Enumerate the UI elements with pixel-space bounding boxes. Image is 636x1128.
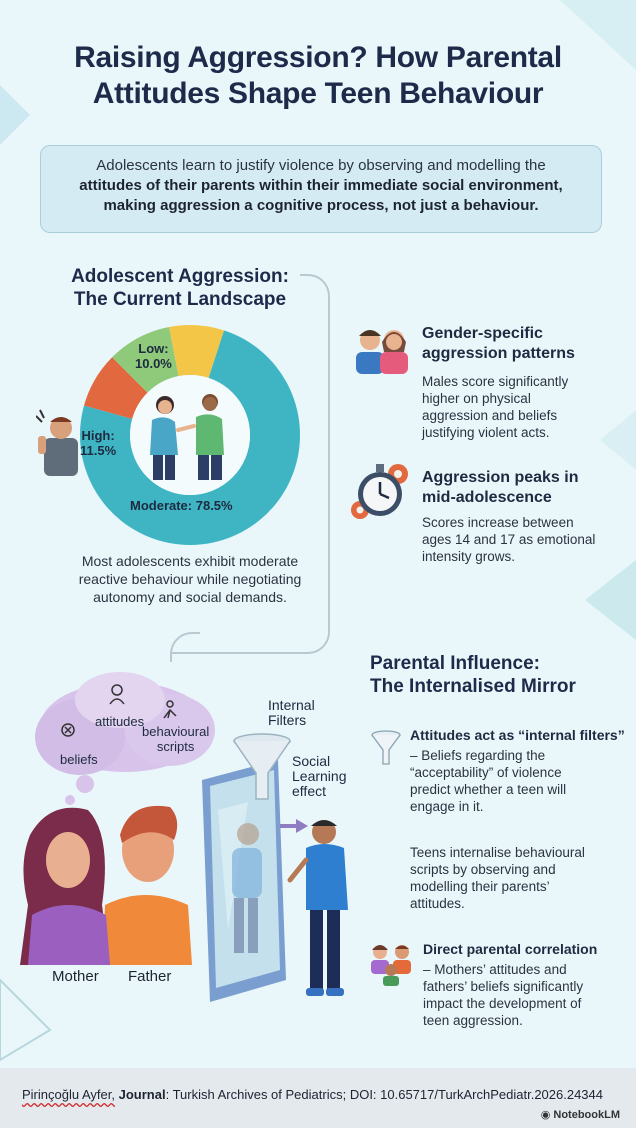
parents-illustration bbox=[20, 805, 192, 965]
journal-label: Journal bbox=[118, 1087, 166, 1102]
internal-filters-label: Internal Filters bbox=[268, 697, 315, 728]
donut-segment-green bbox=[112, 327, 179, 393]
footer-bar bbox=[0, 1068, 636, 1128]
funnel-icon bbox=[233, 733, 291, 800]
finding-2-body: Scores increase between ages 14 and 17 a… bbox=[422, 515, 596, 564]
family-icon bbox=[371, 945, 411, 986]
donut-hole bbox=[130, 375, 250, 495]
finding-2-head: Aggression peaks in mid-adolescence bbox=[422, 469, 579, 506]
citation-text: : Turkish Archives of Pediatrics; DOI: 1… bbox=[165, 1087, 603, 1102]
teens-illustration bbox=[150, 394, 224, 480]
landscape-caption: Most adolescents exhibit moderate reacti… bbox=[78, 553, 302, 605]
social-learning-label: Social Learning effect bbox=[292, 753, 347, 799]
author-name: Pirinçoğlu Ayfer, bbox=[22, 1087, 115, 1102]
thought-cloud bbox=[35, 672, 215, 805]
thought-attitudes: attitudes bbox=[95, 714, 145, 729]
intro-bold-2: making aggression a cognitive process, n… bbox=[103, 197, 539, 214]
influence-title: Parental Influence: The Internalised Mir… bbox=[370, 653, 576, 697]
donut-segment-high bbox=[84, 357, 148, 419]
small-funnel-icon bbox=[371, 730, 401, 765]
thought-beliefs: beliefs bbox=[60, 752, 98, 767]
stopwatch-icon bbox=[351, 464, 408, 519]
correlation-body: – Mothers’ attitudes and fathers’ belief… bbox=[423, 962, 584, 1028]
page-title: Raising Aggression? How Parental Attitud… bbox=[74, 41, 562, 110]
low-label: Low: 10.0% bbox=[135, 341, 172, 371]
intro-box: Adolescents learn to justify violence by… bbox=[40, 145, 602, 233]
citation: Pirinçoğlu Ayfer, Journal: Turkish Archi… bbox=[22, 1087, 603, 1102]
landscape-title: Adolescent Aggression: The Current Lands… bbox=[71, 266, 289, 310]
moderate-label: Moderate: 78.5% bbox=[130, 498, 233, 513]
father-label: Father bbox=[128, 968, 172, 985]
aggression-donut bbox=[80, 325, 300, 545]
finding-1-head: Gender-specific aggression patterns bbox=[422, 325, 575, 362]
correlation-head: Direct parental correlation bbox=[423, 941, 598, 957]
filter-body: – Beliefs regarding the “acceptability” … bbox=[410, 748, 567, 814]
intro-plain: Adolescents learn to justify violence by… bbox=[96, 157, 546, 174]
donut-segment-moderate bbox=[80, 330, 300, 545]
finding-1-body: Males score significantly higher on phys… bbox=[422, 374, 569, 440]
angry-teen-icon bbox=[36, 409, 78, 476]
thought-icons bbox=[61, 684, 177, 737]
mirror-illustration bbox=[202, 760, 348, 1002]
notebooklm-brand: ◉ NotebookLM bbox=[540, 1109, 620, 1121]
connector-curve bbox=[170, 632, 200, 662]
connector-mask bbox=[160, 268, 300, 280]
intro-bold-1: attitudes of their parents within their … bbox=[79, 177, 563, 194]
high-label: High: 11.5% bbox=[80, 428, 117, 458]
donut-segment-low bbox=[169, 325, 224, 378]
donut-segments bbox=[80, 325, 300, 545]
thought-scripts: behavioural scripts bbox=[142, 724, 210, 754]
scripts-body: Teens internalise behavioural scripts by… bbox=[410, 845, 585, 911]
mother-label: Mother bbox=[52, 968, 99, 985]
notebooklm-icon: ◉ bbox=[540, 1109, 551, 1121]
people-icon bbox=[356, 330, 408, 374]
filter-head: Attitudes act as “internal filters” bbox=[410, 727, 625, 743]
